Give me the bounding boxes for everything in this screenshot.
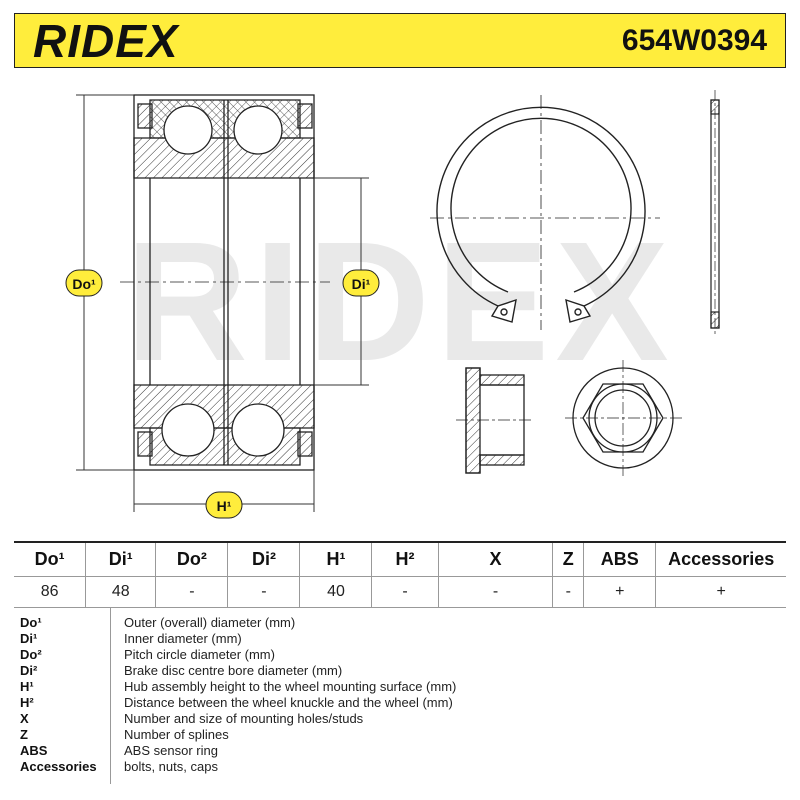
spec-header-row: Do¹ Di¹ Do² Di² H¹ H² X Z ABS Accessorie… xyxy=(14,541,786,577)
spec-table: Do¹ Di¹ Do² Di² H¹ H² X Z ABS Accessorie… xyxy=(14,541,786,608)
spec-header-cell: H¹ xyxy=(299,541,372,577)
label-do: Do¹ xyxy=(72,276,96,292)
brand-logo: RIDEX xyxy=(33,15,179,67)
legend-row: H¹ Hub assembly height to the wheel moun… xyxy=(14,679,786,695)
spec-value-cell: 40 xyxy=(299,576,372,608)
legend-code: Do¹ xyxy=(20,615,42,630)
technical-drawing: RIDEX Do¹ xyxy=(65,90,720,519)
nut-front-view xyxy=(565,360,682,476)
spec-value-cell: - xyxy=(371,576,439,608)
nut-side-view xyxy=(456,367,534,474)
legend-code: X xyxy=(20,711,29,726)
legend-code: H¹ xyxy=(20,679,34,694)
spec-value-cell: - xyxy=(552,576,584,608)
legend-desc: Hub assembly height to the wheel mountin… xyxy=(124,679,457,694)
legend-code: Accessories xyxy=(20,759,97,774)
legend-desc: Number of splines xyxy=(124,727,229,742)
spec-value-cell: 86 xyxy=(14,576,86,608)
spec-header-cell: Do² xyxy=(155,541,228,577)
label-h: H¹ xyxy=(217,498,232,514)
legend-desc: Brake disc centre bore diameter (mm) xyxy=(124,663,343,678)
spec-value-row: 86 48 - - 40 - - - + + xyxy=(14,576,786,608)
legend-row: ABS ABS sensor ring xyxy=(14,743,786,759)
spec-header-cell: ABS xyxy=(583,541,656,577)
circlip-profile xyxy=(710,90,720,336)
legend: Do¹ Outer (overall) diameter (mm) Di¹ In… xyxy=(14,606,786,786)
legend-row: X Number and size of mounting holes/stud… xyxy=(14,711,786,727)
label-di: Di¹ xyxy=(352,276,371,292)
legend-code: Di² xyxy=(20,663,38,678)
spec-header-cell: X xyxy=(437,541,553,577)
legend-desc: Number and size of mounting holes/studs xyxy=(124,711,364,726)
spec-value-cell: - xyxy=(437,576,553,608)
legend-row: Accessories bolts, nuts, caps xyxy=(14,759,786,775)
watermark: RIDEX xyxy=(125,207,675,397)
legend-desc: bolts, nuts, caps xyxy=(124,759,218,774)
spec-value-cell: + xyxy=(655,576,786,608)
legend-row: Do¹ Outer (overall) diameter (mm) xyxy=(14,615,786,631)
spec-header-cell: Accessories xyxy=(655,541,786,577)
legend-row: H² Distance between the wheel knuckle an… xyxy=(14,695,786,711)
legend-code: Do² xyxy=(20,647,42,662)
spec-value-cell: - xyxy=(227,576,300,608)
legend-row: Di¹ Inner diameter (mm) xyxy=(14,631,786,647)
legend-desc: Inner diameter (mm) xyxy=(124,631,242,646)
spec-header-cell: Di² xyxy=(227,541,300,577)
legend-code: ABS xyxy=(20,743,48,758)
legend-row: Do² Pitch circle diameter (mm) xyxy=(14,647,786,663)
legend-desc: ABS sensor ring xyxy=(124,743,218,758)
part-number: 654W0394 xyxy=(621,24,767,57)
legend-desc: Outer (overall) diameter (mm) xyxy=(124,615,296,630)
spec-value-cell: 48 xyxy=(85,576,156,608)
legend-code: H² xyxy=(20,695,34,710)
legend-code: Z xyxy=(20,727,28,742)
bearing-section xyxy=(120,94,330,471)
spec-header-cell: Z xyxy=(552,541,584,577)
spec-header-cell: H² xyxy=(371,541,439,577)
spec-header-cell: Do¹ xyxy=(14,541,86,577)
spec-value-cell: + xyxy=(583,576,656,608)
legend-desc: Distance between the wheel knuckle and t… xyxy=(124,695,453,710)
legend-divider xyxy=(110,608,111,784)
legend-code: Di¹ xyxy=(20,631,38,646)
circlip-drawing xyxy=(430,95,660,330)
spec-value-cell: - xyxy=(155,576,228,608)
legend-row: Di² Brake disc centre bore diameter (mm) xyxy=(14,663,786,679)
legend-desc: Pitch circle diameter (mm) xyxy=(124,647,275,662)
spec-header-cell: Di¹ xyxy=(85,541,156,577)
legend-row: Z Number of splines xyxy=(14,727,786,743)
header-bar: RIDEX 654W0394 xyxy=(14,13,786,68)
